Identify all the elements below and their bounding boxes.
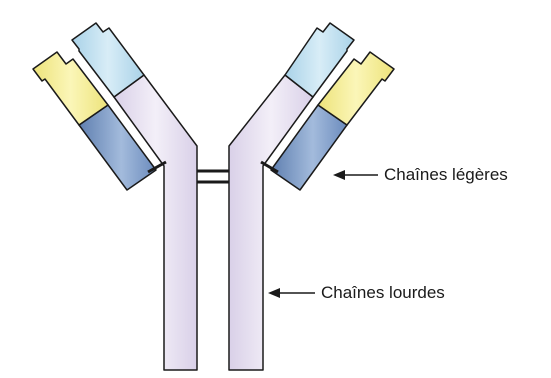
left-heavy-chain bbox=[114, 75, 197, 370]
heavy-chains-label: Chaînes lourdes bbox=[321, 284, 445, 301]
right-heavy-chain bbox=[229, 75, 313, 370]
light-chains-arrow bbox=[333, 170, 378, 180]
light-chains-label: Chaînes légères bbox=[384, 166, 508, 183]
heavy-chains-arrow bbox=[268, 288, 315, 298]
